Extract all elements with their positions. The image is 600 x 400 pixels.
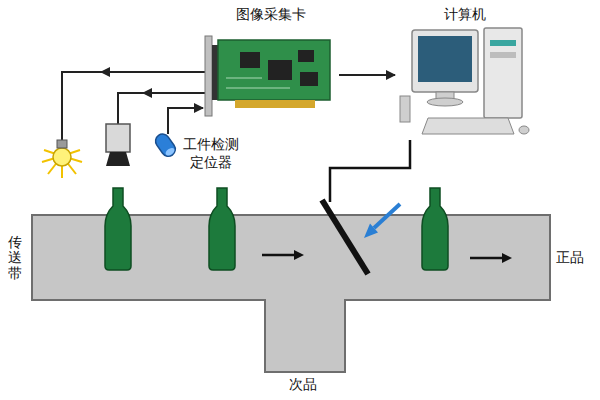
camera-body (106, 124, 130, 152)
mouse (519, 126, 529, 134)
chip (298, 50, 314, 62)
sensor-lens (164, 146, 176, 157)
label-text: 次品 (289, 376, 317, 394)
flow-arrow (470, 257, 503, 260)
wire-arrowhead (142, 88, 152, 98)
keyboard (422, 118, 514, 134)
speaker (400, 96, 410, 122)
flow-arrow (262, 254, 295, 257)
camera-lens (106, 152, 130, 166)
node-text: 图像采集卡 (203, 6, 339, 24)
monitor (412, 30, 478, 92)
drive-bay (490, 52, 516, 58)
bottle (209, 188, 235, 270)
diverter-flap (322, 200, 368, 274)
card-bracket (205, 36, 212, 116)
trace (226, 78, 262, 79)
control-wire (330, 140, 410, 202)
output-label: 次品 (289, 376, 317, 394)
sensor-wire (167, 126, 169, 134)
card-node: 图像采集卡 (203, 0, 339, 112)
output-label: 正品 (556, 249, 584, 267)
node-text: 传送带 (8, 235, 22, 281)
wire-arrowhead (100, 67, 110, 77)
sensor-node: 工件检测 定位器 (150, 126, 250, 178)
signal-wire (168, 108, 203, 126)
chip (240, 52, 260, 68)
pointer-arrow (374, 204, 400, 228)
sensor-body (153, 131, 178, 159)
monitor-base (427, 98, 463, 106)
screen (418, 36, 472, 82)
gold-fingers (235, 100, 315, 108)
signal-wire (339, 74, 395, 76)
tower (484, 28, 522, 118)
sensor-symbol (153, 131, 178, 159)
node-text: 工件检测 定位器 (182, 136, 241, 171)
conveyor-belt: 传送带 (0, 213, 552, 303)
drive-bay (490, 40, 516, 46)
computer-node: 计算机 (395, 0, 534, 140)
flow-arrowhead (502, 253, 512, 263)
bottle (422, 188, 448, 270)
chip (268, 60, 292, 80)
flow-arrowhead (294, 250, 304, 260)
lamp-wire (62, 72, 205, 140)
lamp-symbol (42, 140, 82, 178)
pointer-arrowhead (364, 224, 378, 238)
label-text: 正品 (556, 249, 584, 267)
card-board (218, 40, 330, 100)
bottle (105, 188, 131, 270)
bulb-base (57, 140, 67, 148)
bulb (53, 148, 71, 166)
chip (300, 72, 318, 86)
node-text: 计算机 (395, 6, 534, 24)
trace (226, 88, 290, 89)
